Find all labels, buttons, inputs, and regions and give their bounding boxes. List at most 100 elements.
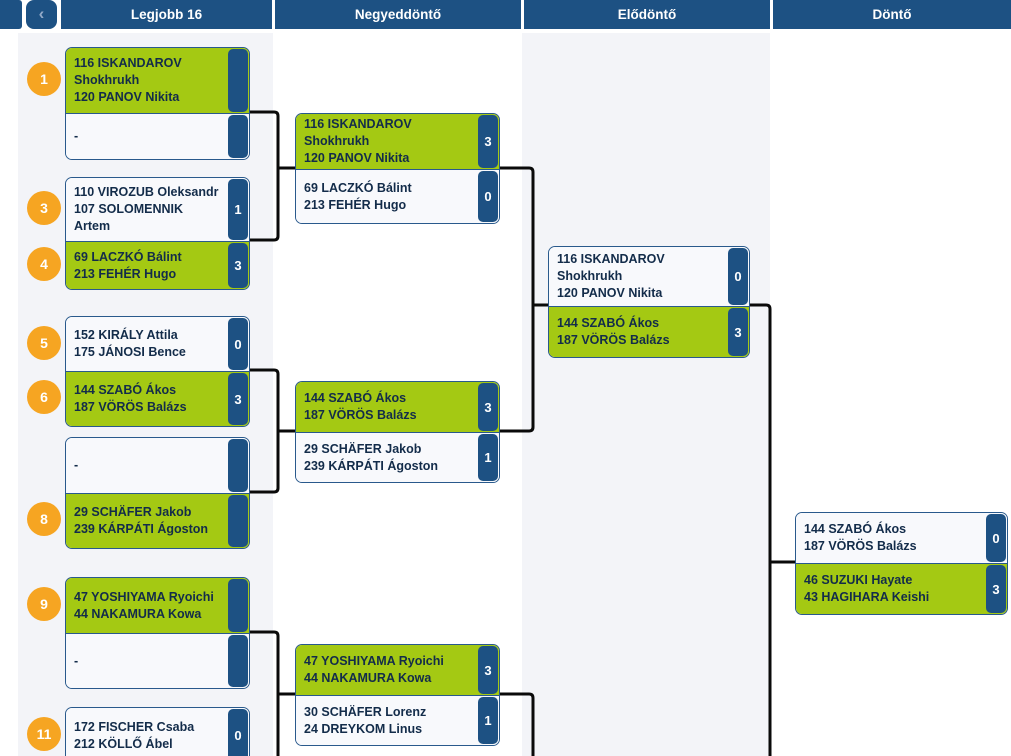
match-entry: 69 LACZKÓ Bálint 213 FEHÉR Hugo 3 <box>66 241 249 289</box>
score-tab <box>228 49 248 112</box>
match-entry: 116 ISKANDAROV Shokhrukh 120 PANOV Nikita… <box>296 114 499 169</box>
back-button[interactable]: ‹ <box>26 0 57 29</box>
player-name: 69 LACZKÓ Bálint <box>74 249 182 264</box>
player-name: 30 SCHÄFER Lorenz <box>304 704 427 719</box>
score-tab: 0 <box>986 514 1006 562</box>
score-tab <box>228 439 248 492</box>
player-name: 24 DREYKOM Linus <box>304 721 423 736</box>
match-r16-5[interactable]: 47 YOSHIYAMA Ryoichi 44 NAKAMURA Kowa - <box>65 577 250 689</box>
match-entry: 69 LACZKÓ Bálint 213 FEHÉR Hugo 0 <box>296 169 499 223</box>
player-name: 213 FEHÉR Hugo <box>74 266 177 281</box>
seed-badge: 11 <box>27 717 61 751</box>
score-tab: 3 <box>478 383 498 431</box>
score-tab <box>228 495 248 547</box>
match-entry: 29 SCHÄFER Jakob 239 KÁRPÁTI Ágoston 1 <box>296 432 499 482</box>
match-entry: 172 FISCHER Csaba 212 KÖLLŐ Ábel 0 <box>66 708 249 756</box>
seed-badge: 8 <box>27 502 61 536</box>
round-header-elodonto: Elődöntő <box>524 0 770 29</box>
score-tab <box>228 115 248 158</box>
player-name: 110 VIROZUB Oleksandr <box>74 185 219 199</box>
chevron-left-icon: ‹ <box>38 4 45 23</box>
player-name: 69 LACZKÓ Bálint <box>304 180 412 195</box>
seed-badge: 4 <box>27 247 61 281</box>
score-tab: 0 <box>228 709 248 756</box>
player-name: 212 KÖLLŐ Ábel <box>74 736 173 751</box>
player-name: 239 KÁRPÁTI Ágoston <box>304 458 439 473</box>
player-name: 239 KÁRPÁTI Ágoston <box>74 522 209 536</box>
seed-badge: 6 <box>27 380 61 414</box>
match-entry: 47 YOSHIYAMA Ryoichi 44 NAKAMURA Kowa <box>66 578 249 633</box>
player-name: 213 FEHÉR Hugo <box>304 197 407 212</box>
player-name: 187 VÖRÖS Balázs <box>74 400 187 414</box>
score-tab <box>228 635 248 687</box>
seed-badge: 3 <box>27 191 61 225</box>
player-name: 46 SUZUKI Hayate <box>804 573 913 587</box>
player-name: - <box>74 129 79 143</box>
round-header-negyeddonto: Negyeddöntő <box>275 0 521 29</box>
score-tab: 1 <box>478 434 498 481</box>
player-name: 120 PANOV Nikita <box>304 151 410 165</box>
player-name: 144 SZABÓ Ákos <box>804 522 907 536</box>
player-name: 29 SCHÄFER Jakob <box>304 441 422 456</box>
score-tab: 3 <box>228 243 248 288</box>
match-entry: 144 SZABÓ Ákos 187 VÖRÖS Balázs 3 <box>296 382 499 432</box>
player-name: 116 ISKANDAROV Shokhrukh <box>557 252 665 283</box>
match-entry: 144 SZABÓ Ákos 187 VÖRÖS Balázs 3 <box>66 371 249 426</box>
player-name: 172 FISCHER Csaba <box>74 719 195 734</box>
match-qf-2[interactable]: 144 SZABÓ Ákos 187 VÖRÖS Balázs 3 29 SCHÄ… <box>295 381 500 483</box>
seed-badge: 1 <box>27 62 61 96</box>
player-name: 152 KIRÁLY Attila <box>74 328 178 342</box>
player-name: 43 HAGIHARA Keishi <box>804 590 930 604</box>
match-entry: - <box>66 633 249 688</box>
player-name: 120 PANOV Nikita <box>557 286 663 300</box>
player-name: 187 VÖRÖS Balázs <box>557 333 670 347</box>
player-name: 29 SCHÄFER Jakob <box>74 505 192 519</box>
player-name: 144 SZABÓ Ákos <box>557 316 660 330</box>
player-name: 120 PANOV Nikita <box>74 90 180 104</box>
match-r16-4[interactable]: - 29 SCHÄFER Jakob 239 KÁRPÁTI Ágoston <box>65 437 250 549</box>
player-name: 116 ISKANDAROV Shokhrukh <box>304 117 412 148</box>
player-name: 175 JÁNOSI Bence <box>74 345 186 359</box>
match-entry: 116 ISKANDAROV Shokhrukh 120 PANOV Nikita <box>66 48 249 113</box>
player-name: - <box>74 458 79 472</box>
score-tab: 0 <box>728 248 748 305</box>
score-tab: 1 <box>478 697 498 744</box>
player-name: 116 ISKANDAROV Shokhrukh <box>74 56 182 87</box>
score-tab: 3 <box>478 115 498 168</box>
player-name: 187 VÖRÖS Balázs <box>304 408 417 422</box>
match-sf-1[interactable]: 116 ISKANDAROV Shokhrukh 120 PANOV Nikita… <box>548 246 750 358</box>
seed-badge: 9 <box>27 587 61 621</box>
match-entry: 46 SUZUKI Hayate 43 HAGIHARA Keishi 3 <box>796 563 1007 614</box>
match-r16-6[interactable]: 172 FISCHER Csaba 212 KÖLLŐ Ábel 0 <box>65 707 250 756</box>
score-tab: 3 <box>478 646 498 694</box>
player-name: 44 NAKAMURA Kowa <box>304 671 432 685</box>
match-qf-1[interactable]: 116 ISKANDAROV Shokhrukh 120 PANOV Nikita… <box>295 113 500 224</box>
round-header-donto: Döntő <box>773 0 1011 29</box>
player-name: 44 NAKAMURA Kowa <box>74 606 202 621</box>
score-tab: 3 <box>986 565 1006 613</box>
header-left-stub <box>0 0 22 29</box>
score-tab: 0 <box>478 171 498 222</box>
score-tab: 1 <box>228 179 248 240</box>
match-entry: - <box>66 113 249 159</box>
score-tab <box>228 579 248 632</box>
match-entry: - <box>66 438 249 493</box>
player-name: 144 SZABÓ Ákos <box>304 391 407 405</box>
match-entry: 30 SCHÄFER Lorenz 24 DREYKOM Linus 1 <box>296 695 499 745</box>
player-name: 144 SZABÓ Ákos <box>74 383 177 397</box>
column-strip-sf <box>522 33 770 756</box>
player-name: 47 YOSHIYAMA Ryoichi <box>74 589 214 604</box>
seed-badge: 5 <box>27 326 61 360</box>
score-tab: 3 <box>228 373 248 425</box>
match-r16-1[interactable]: 116 ISKANDAROV Shokhrukh 120 PANOV Nikita… <box>65 47 250 160</box>
round-header-legjobb16: Legjobb 16 <box>61 0 272 29</box>
